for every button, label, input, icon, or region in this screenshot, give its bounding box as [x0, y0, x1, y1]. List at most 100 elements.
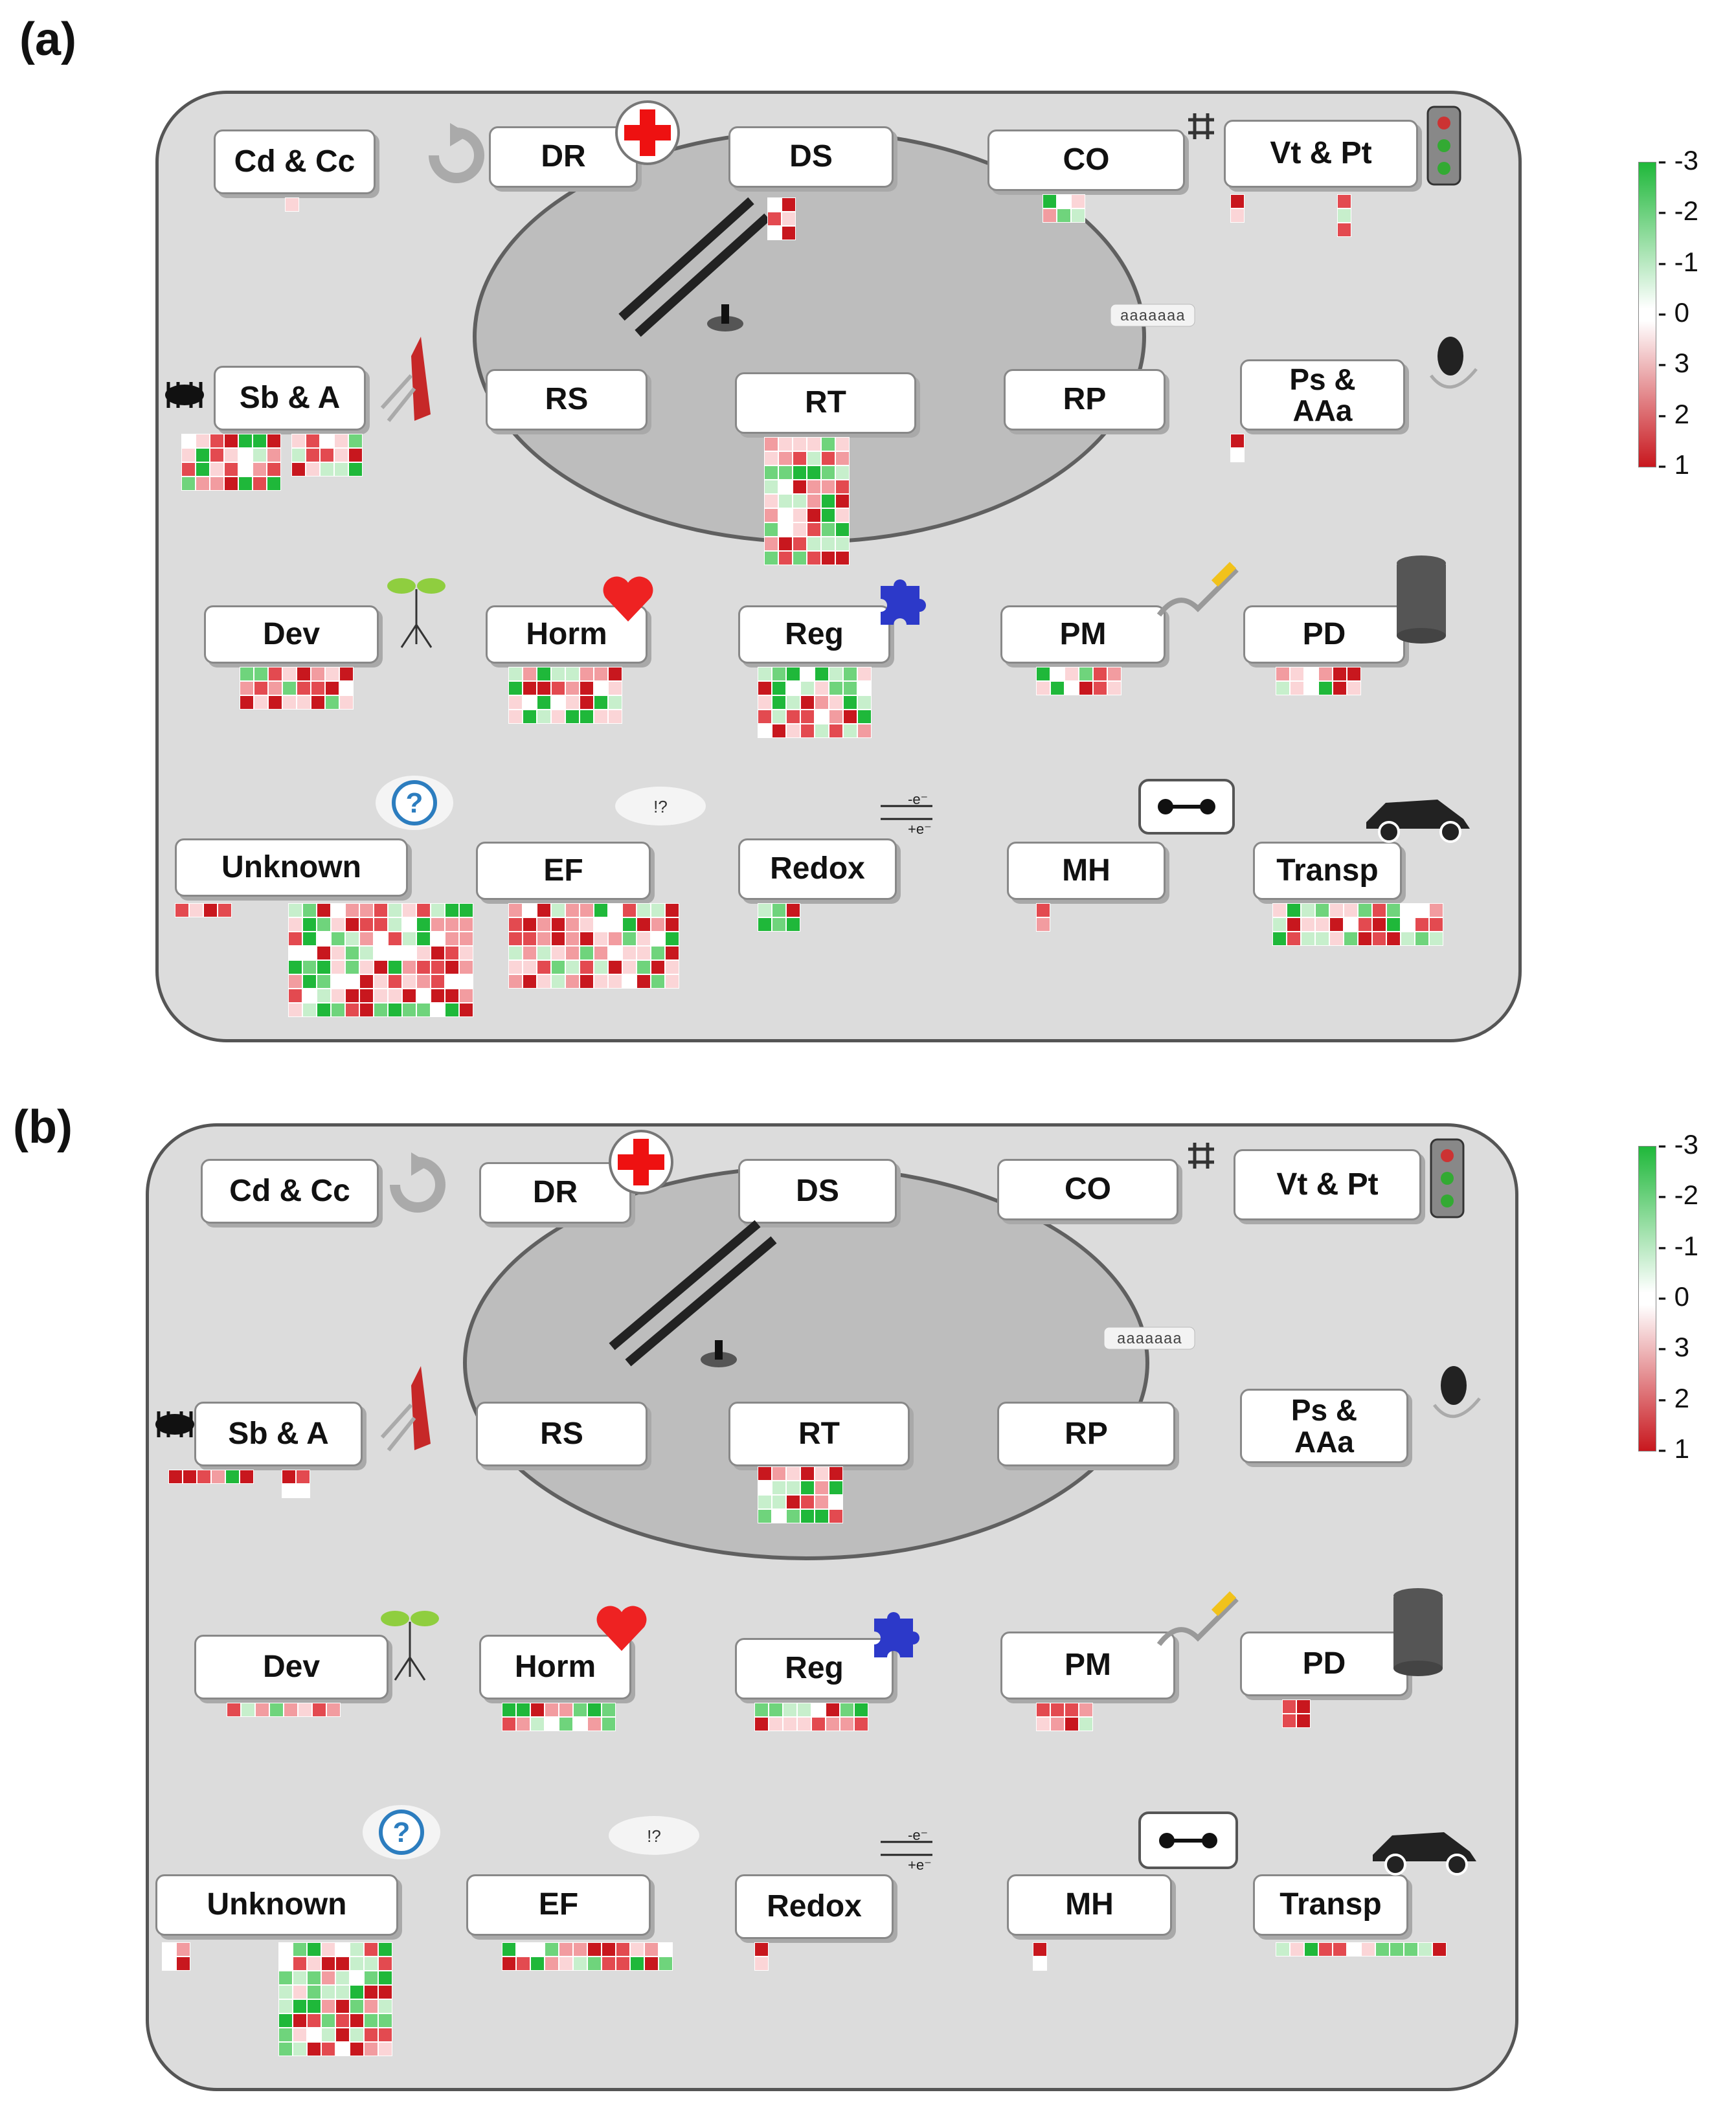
heatmap-cell [537, 974, 551, 989]
heatmap-cell [1036, 1717, 1050, 1731]
heatmap-cell [843, 724, 857, 738]
heatmap-block [1282, 1699, 1311, 1728]
heatmap-cell [293, 1985, 307, 1999]
heatmap-cell [545, 1957, 559, 1971]
label-redox: Redox [738, 838, 897, 900]
heatmap-cell [317, 974, 331, 989]
heatmap-cell [335, 2013, 350, 2028]
heatmap-cell [241, 1703, 255, 1717]
heatmap-cell [278, 1971, 293, 1985]
heatmap-cell [530, 1703, 545, 1717]
heatmap-cell [537, 695, 551, 710]
heatmap-cell [1230, 448, 1245, 462]
heatmap-cell [317, 989, 331, 1003]
color-scale-tick: - 2 [1658, 1382, 1690, 1413]
heatmap-cell [502, 1942, 516, 1957]
heatmap-cell [608, 710, 622, 724]
heatmap-cell [758, 903, 772, 917]
heatmap-cell [797, 1703, 811, 1717]
heatmap-cell [772, 1466, 786, 1481]
heatmap-cell [602, 1703, 616, 1717]
label-ds: DS [728, 126, 894, 188]
label-unknown: Unknown [155, 1874, 398, 1936]
heatmap-cell [502, 1717, 516, 1731]
heatmap-cell [378, 1957, 392, 1971]
heatmap-cell [291, 462, 306, 477]
heatmap-cell [350, 1942, 364, 1957]
heatmap-cell [374, 960, 388, 974]
heatmap-cell [176, 1957, 190, 1971]
heatmap-cell [1230, 208, 1245, 223]
heatmap-cell [815, 667, 829, 681]
label-sb-a: Sb & A [214, 366, 366, 431]
heatmap-cell [829, 1466, 843, 1481]
heatmap-cell [754, 1703, 769, 1717]
heatmap-cell [302, 989, 317, 1003]
heatmap-block [1276, 1942, 1447, 1957]
heatmap-block [278, 1942, 392, 2056]
heatmap-block [181, 434, 281, 491]
heatmap-cell [302, 960, 317, 974]
heatmap-cell [786, 1509, 800, 1523]
heatmap-cell [594, 932, 608, 946]
heatmap-cell [551, 695, 565, 710]
heatmap-cell [196, 448, 210, 462]
label-dev: Dev [204, 605, 379, 664]
heatmap-cell [311, 695, 325, 710]
heatmap-block [162, 1942, 190, 1971]
heatmap-cell [637, 903, 651, 917]
heatmap-cell [1107, 667, 1122, 681]
heatmap-cell [821, 465, 835, 480]
heatmap-cell [278, 2013, 293, 2028]
color-scale-tick: - 0 [1658, 1281, 1690, 1312]
heatmap-cell [622, 946, 637, 960]
heatmap-cell [594, 681, 608, 695]
heatmap-cell [1276, 1942, 1290, 1957]
heatmap-cell [821, 522, 835, 537]
heatmap-cell [1033, 1957, 1047, 1971]
heatmap-cell [559, 1957, 573, 1971]
heatmap-cell [1415, 903, 1429, 917]
label-horm: Horm [479, 1635, 631, 1699]
heatmap-cell [282, 1484, 296, 1498]
heatmap-cell [651, 903, 665, 917]
color-scale-tick: - -1 [1658, 1230, 1698, 1261]
heatmap-cell [815, 695, 829, 710]
heatmap-cell [807, 537, 821, 551]
label-unknown: Unknown [175, 838, 408, 897]
heatmap-cell [445, 917, 459, 932]
heatmap-cell [637, 960, 651, 974]
heatmap-cell [388, 917, 402, 932]
heatmap-cell [350, 1971, 364, 1985]
heatmap-cell [815, 1481, 829, 1495]
heatmap-cell [331, 989, 345, 1003]
heatmap-cell [537, 667, 551, 681]
heatmap-cell [238, 477, 253, 491]
heatmap-cell [1415, 932, 1429, 946]
heatmap-cell [594, 695, 608, 710]
heatmap-cell [282, 1470, 296, 1484]
heatmap-cell [1315, 903, 1329, 917]
heatmap-cell [807, 451, 821, 465]
heatmap-cell [854, 1703, 868, 1717]
heatmap-cell [218, 903, 232, 917]
heatmap-cell [416, 974, 431, 989]
label-transp: Transp [1253, 842, 1402, 900]
heatmap-cell [1107, 681, 1122, 695]
heatmap-cell [826, 1717, 840, 1731]
heatmap-cell [359, 960, 374, 974]
heatmap-cell [267, 477, 281, 491]
heatmap-cell [306, 448, 320, 462]
label-transp: Transp [1253, 1874, 1408, 1936]
heatmap-cell [240, 1470, 254, 1484]
heatmap-cell [312, 1703, 326, 1717]
heatmap-cell [1415, 917, 1429, 932]
label-vt-pt: Vt & Pt [1224, 120, 1418, 188]
color-scale-tick: - -2 [1658, 1180, 1698, 1211]
heatmap-cell [335, 1999, 350, 2013]
heatmap-cell [459, 960, 473, 974]
heatmap-cell [320, 434, 334, 448]
heatmap-cell [307, 2028, 321, 2042]
heatmap-cell [1043, 208, 1057, 223]
color-scale-tick: - 1 [1658, 449, 1690, 480]
